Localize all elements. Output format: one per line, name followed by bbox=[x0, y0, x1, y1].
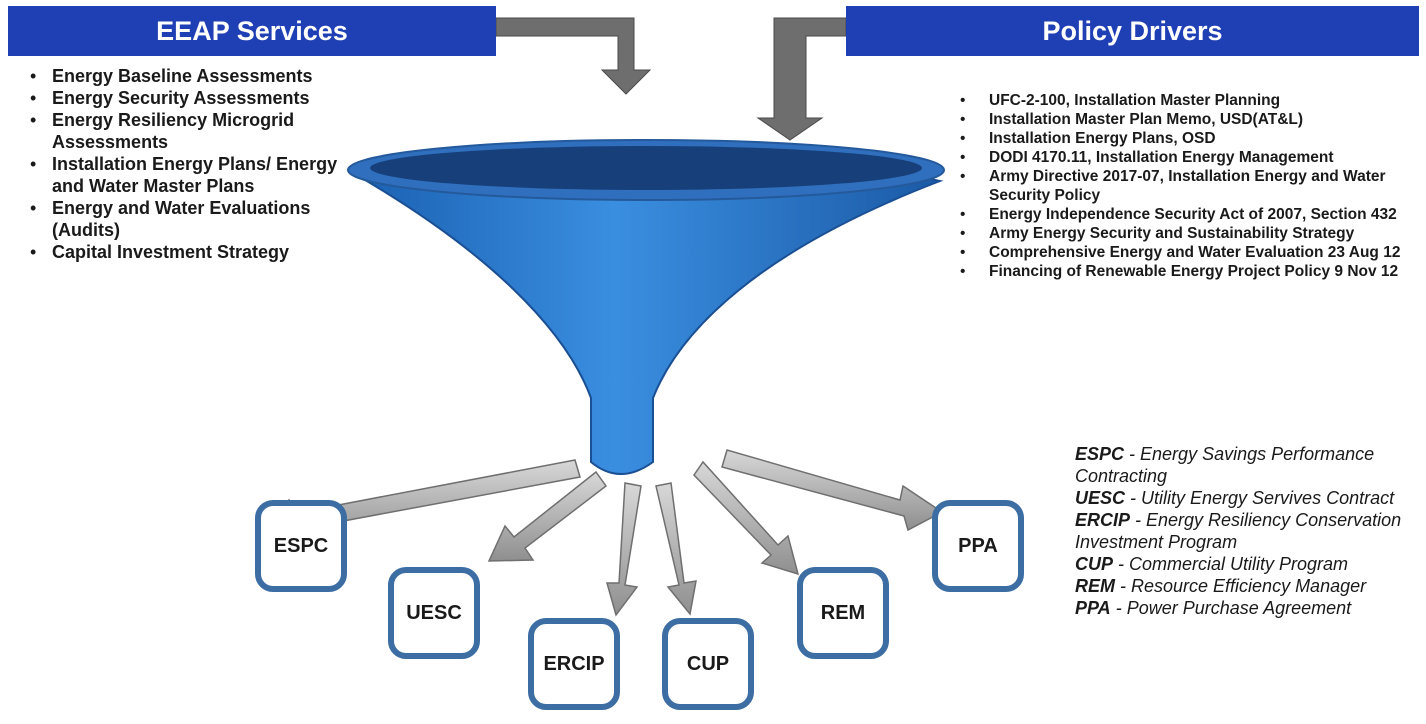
legend-meaning: Energy Resiliency Conservation Investmen… bbox=[1075, 510, 1402, 552]
legend-entry: CUP - Commercial Utility Program bbox=[1075, 554, 1349, 574]
service-item: Energy and Water Evaluations (Audits) bbox=[30, 197, 370, 241]
policy-item: Installation Master Plan Memo, USD(AT&L) bbox=[960, 110, 1420, 129]
program-label: CUP bbox=[686, 652, 730, 675]
policy-item: Energy Independence Security Act of 2007… bbox=[960, 205, 1420, 224]
legend-meaning: Utility Energy Servives Contract bbox=[1141, 488, 1395, 508]
policy-drivers-title: Policy Drivers bbox=[1042, 15, 1223, 46]
policy-item: UFC-2-100, Installation Master Planning bbox=[960, 91, 1420, 110]
fanout-arrow-cup bbox=[655, 482, 697, 616]
program-box-cup: CUP bbox=[662, 618, 754, 710]
service-item: Energy Resiliency Microgrid Assessments bbox=[30, 109, 370, 153]
service-item: Installation Energy Plans/ Energy and Wa… bbox=[30, 153, 370, 197]
program-label: PPA bbox=[958, 534, 998, 557]
fanout-arrow-ppa bbox=[721, 449, 944, 532]
eeap-services-title: EEAP Services bbox=[156, 15, 348, 46]
legend-meaning: Power Purchase Agreement bbox=[1126, 598, 1352, 618]
fanout-arrow-rem bbox=[693, 460, 800, 576]
legend-abbr: REM bbox=[1075, 576, 1115, 596]
program-label: ESPC bbox=[273, 534, 329, 557]
policy-item: Comprehensive Energy and Water Evaluatio… bbox=[960, 243, 1420, 262]
service-item: Energy Security Assessments bbox=[30, 87, 370, 109]
policy-item: Installation Energy Plans, OSD bbox=[960, 129, 1420, 148]
program-label: UESC bbox=[406, 601, 462, 624]
program-label: ERCIP bbox=[543, 652, 605, 675]
policy-item: Financing of Renewable Energy Project Po… bbox=[960, 262, 1420, 281]
policy-to-funnel-arrow bbox=[756, 17, 847, 141]
fanout-arrow-uesc bbox=[487, 470, 608, 562]
legend-abbr: CUP bbox=[1075, 554, 1114, 574]
legend-entry: ESPC - Energy Savings Performance Contra… bbox=[1075, 444, 1375, 486]
policy-item: Army Directive 2017-07, Installation Ene… bbox=[960, 167, 1420, 205]
legend-abbr: ESPC bbox=[1075, 444, 1125, 464]
policy-item: Army Energy Security and Sustainability … bbox=[960, 224, 1420, 243]
legend-entry: PPA - Power Purchase Agreement bbox=[1075, 598, 1352, 618]
legend-entry: UESC - Utility Energy Servives Contract bbox=[1075, 488, 1395, 508]
funnel-opening bbox=[370, 146, 922, 190]
legend-abbr: PPA bbox=[1075, 598, 1111, 618]
fanout-arrow-ercip bbox=[606, 482, 642, 617]
service-item: Energy Baseline Assessments bbox=[30, 65, 370, 87]
acronym-legend: ESPC - Energy Savings Performance Contra… bbox=[1075, 443, 1420, 619]
legend-abbr: ERCIP bbox=[1075, 510, 1131, 530]
program-box-ercip: ERCIP bbox=[528, 618, 620, 710]
legend-entry: ERCIP - Energy Resiliency Conservation I… bbox=[1075, 510, 1402, 552]
policy-item: DODI 4170.11, Installation Energy Manage… bbox=[960, 148, 1420, 167]
policy-drivers-list: UFC-2-100, Installation Master Planning … bbox=[960, 91, 1420, 281]
services-to-funnel-arrow bbox=[495, 17, 652, 95]
program-box-espc: ESPC bbox=[255, 500, 347, 592]
program-label: REM bbox=[820, 601, 866, 624]
funnel bbox=[347, 139, 945, 475]
program-box-ppa: PPA bbox=[932, 500, 1024, 592]
legend-meaning: Resource Efficiency Manager bbox=[1131, 576, 1367, 596]
program-box-uesc: UESC bbox=[388, 567, 480, 659]
program-box-rem: REM bbox=[797, 567, 889, 659]
legend-entry: REM - Resource Efficiency Manager bbox=[1075, 576, 1367, 596]
service-item: Capital Investment Strategy bbox=[30, 241, 370, 263]
legend-meaning: Commercial Utility Program bbox=[1129, 554, 1349, 574]
eeap-services-header: EEAP Services bbox=[8, 6, 496, 56]
legend-meaning: Energy Savings Performance Contracting bbox=[1075, 444, 1375, 486]
policy-drivers-header: Policy Drivers bbox=[846, 6, 1419, 56]
eeap-services-list: Energy Baseline Assessments Energy Secur… bbox=[30, 65, 370, 263]
legend-abbr: UESC bbox=[1075, 488, 1126, 508]
